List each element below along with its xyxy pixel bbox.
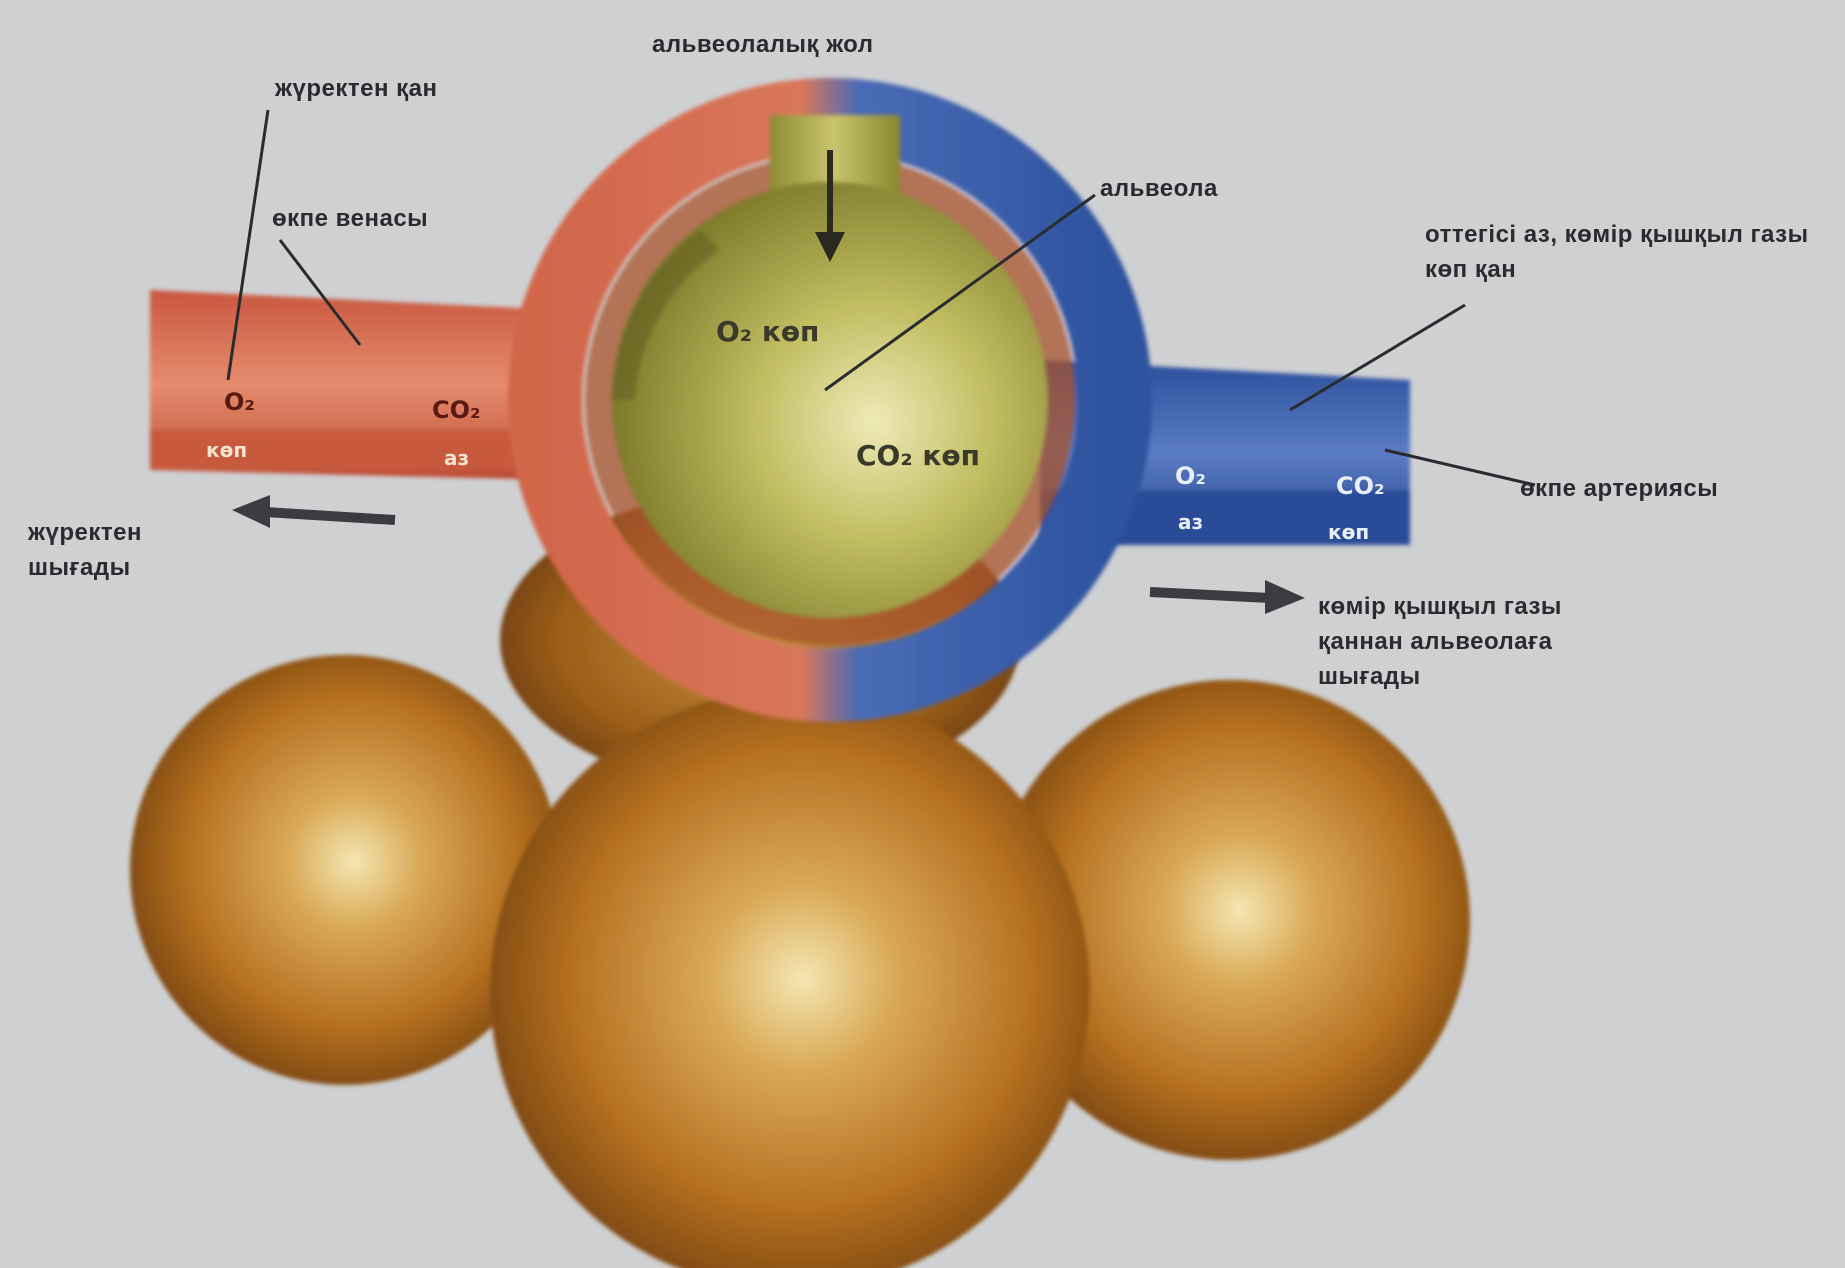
label-small-capillary: өкпе венасы xyxy=(272,202,428,237)
label-co2-exit-line1: көмір қышқыл газы xyxy=(1318,590,1562,625)
gas-right-o2: O₂ xyxy=(1175,464,1206,488)
label-from-heart: жүректен қан xyxy=(275,72,438,107)
gas-left-co2-amount: аз xyxy=(444,448,469,468)
gas-left-o2: O₂ xyxy=(224,390,255,414)
gas-left-co2: CO₂ xyxy=(432,398,481,422)
label-capillary-artery: өкпе артериясы xyxy=(1520,472,1718,507)
gas-right-co2: CO₂ xyxy=(1336,474,1385,498)
label-co2-exit: көмір қышқыл газы қаннан альвеолаға шыға… xyxy=(1318,590,1562,694)
label-co2-exit-line2: қаннан альвеолаға xyxy=(1318,625,1562,660)
gas-co2-in-alveolus: CO₂ көп xyxy=(856,442,980,470)
label-oxygen-poor-blood-text: оттегісі аз, көмір қышқыл газы көп қан xyxy=(1425,221,1809,283)
label-oxygen-poor-blood: оттегісі аз, көмір қышқыл газы көп қан xyxy=(1425,218,1825,288)
label-pure-blood-line1: жүректен xyxy=(28,516,142,551)
gas-left-o2-amount: көп xyxy=(206,440,247,460)
label-co2-exit-line3: шығады xyxy=(1318,660,1562,695)
label-alveola: альвеола xyxy=(1100,172,1218,207)
gas-o2-in-alveolus: O₂ көп xyxy=(716,318,819,346)
label-pure-blood: жүректен шығады xyxy=(28,516,142,586)
gas-right-o2-amount: аз xyxy=(1178,512,1203,532)
gas-right-co2-amount: көп xyxy=(1328,522,1369,542)
label-pure-blood-line2: шығады xyxy=(28,551,142,586)
alveolus-front xyxy=(490,690,1090,1268)
label-alveolar-duct: альвеолалық жол xyxy=(652,28,873,63)
